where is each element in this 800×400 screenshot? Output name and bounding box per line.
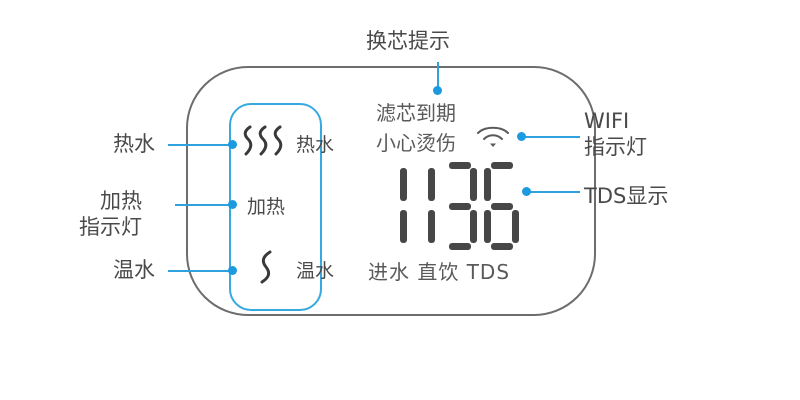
single-wave-icon [260, 250, 272, 284]
screen-warning-line-1: 滤芯到期 [376, 101, 456, 125]
segment-b [470, 168, 477, 201]
leader-dot-warm-water [228, 266, 237, 275]
leader-dot-tds-display [522, 187, 531, 196]
leader-line-tds-display [529, 191, 580, 193]
annotation-label-filter-reminder: 换芯提示 [366, 29, 450, 53]
annotation-label-tds-display: TDS显示 [584, 184, 669, 208]
annotation-label-hot-water: 热水 [113, 132, 155, 156]
annotation-label-heating-indicator-line1: 加热 [100, 189, 142, 213]
screen-bottom-labels: 进水 直饮 TDS [368, 260, 511, 284]
leader-dot-heating-indicator [228, 200, 237, 209]
panel-item-label-hot-water: 热水 [296, 134, 335, 156]
panel-item-label-heating: 加热 [247, 196, 286, 218]
panel-item-label-warm-water: 温水 [296, 260, 335, 282]
tds-digit-2 [441, 162, 477, 250]
leader-dot-top [433, 86, 442, 95]
annotation-label-wifi-indicator-line2: 指示灯 [584, 135, 647, 159]
segment-e [484, 210, 491, 243]
annotation-label-warm-water: 温水 [113, 258, 155, 282]
segment-f [400, 168, 407, 201]
segment-d [449, 243, 471, 250]
annotation-label-heating-indicator-line2: 指示灯 [79, 215, 142, 239]
leader-line-warm-water [168, 270, 230, 272]
segment-b [428, 168, 435, 201]
leader-line-heating-indicator [175, 204, 230, 206]
tds-digit-1 [399, 162, 435, 250]
segment-a [449, 162, 471, 169]
segment-c [512, 210, 519, 243]
triple-wave-icon [243, 125, 283, 156]
segment-a [491, 162, 513, 169]
segment-d [491, 243, 513, 250]
tds-seven-segment-display [399, 162, 519, 250]
leader-line-top [437, 62, 439, 88]
segment-e [400, 210, 407, 243]
tds-digit-3 [483, 162, 519, 250]
annotation-label-wifi-indicator-line1: WIFI [584, 109, 630, 133]
leader-line-hot-water [168, 144, 230, 146]
segment-f [484, 168, 491, 201]
screen-warning-line-2: 小心烫伤 [376, 131, 456, 155]
segment-g [491, 203, 513, 210]
segment-g [449, 203, 471, 210]
leader-dot-hot-water [228, 140, 237, 149]
leader-line-wifi-indicator [524, 136, 580, 138]
wifi-icon [477, 126, 509, 147]
leader-dot-wifi-indicator [517, 132, 526, 141]
segment-c [470, 210, 477, 243]
segment-c [428, 210, 435, 243]
